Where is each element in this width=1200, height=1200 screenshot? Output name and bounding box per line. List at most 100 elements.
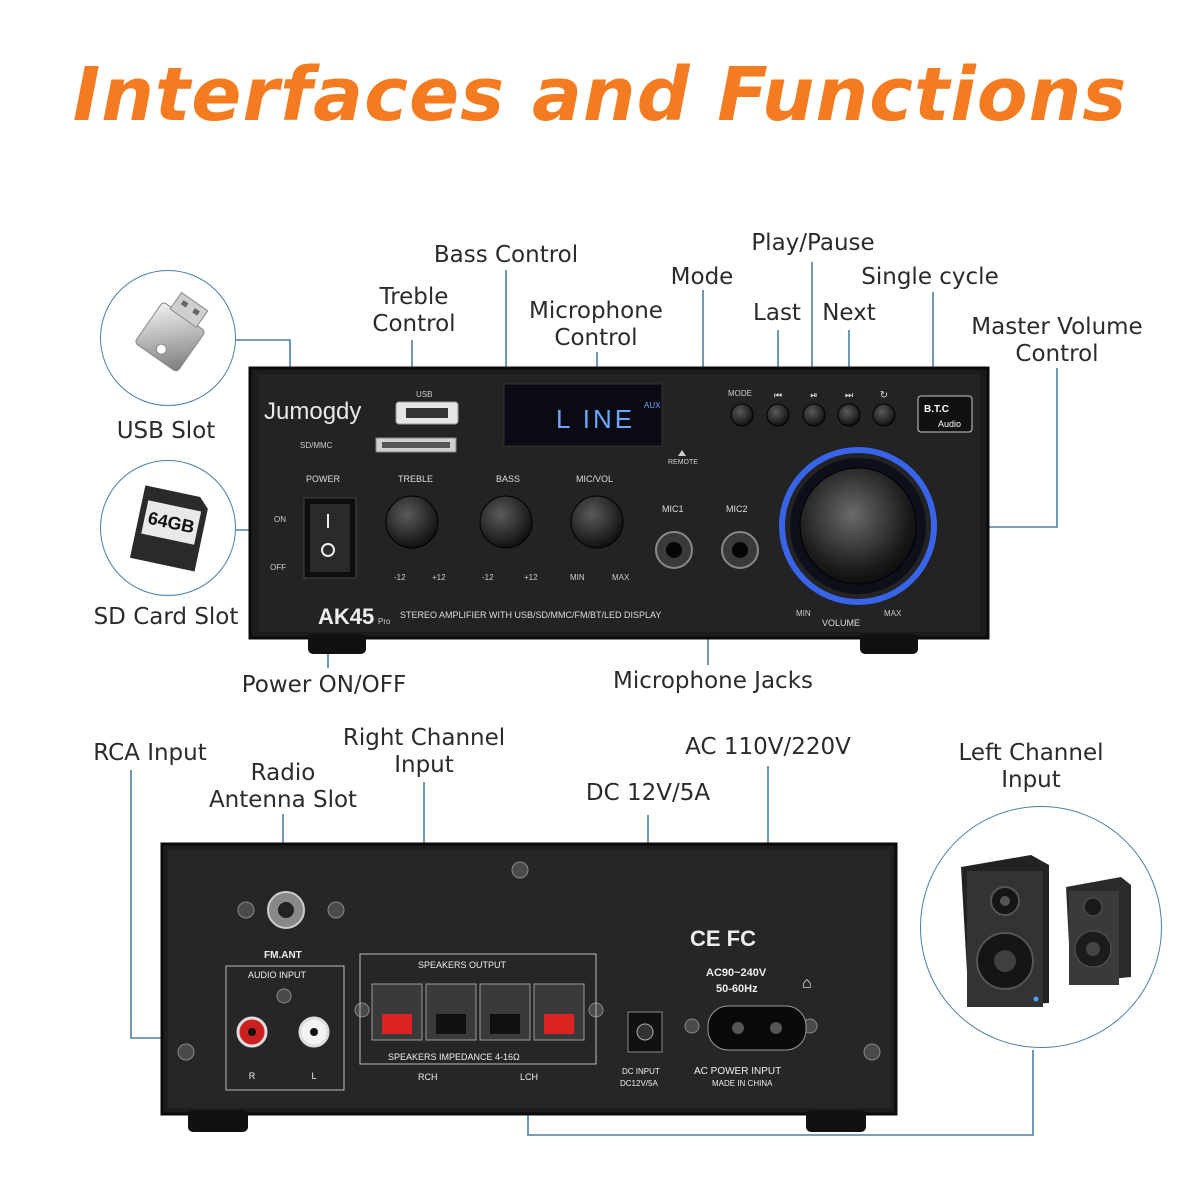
- last-callout: Last: [753, 300, 801, 326]
- usb-port[interactable]: [395, 401, 459, 425]
- bass-min: -12: [482, 573, 494, 582]
- made-in-label: MADE IN CHINA: [712, 1079, 773, 1088]
- mic2-label: MIC2: [726, 504, 748, 514]
- speakers-impedance-label: SPEAKERS IMPEDANCE 4-16Ω: [388, 1052, 520, 1062]
- rca-input-callout: RCA Input: [93, 740, 207, 766]
- radio-antenna-line2: Antenna Slot: [208, 787, 358, 813]
- master-volume-line1: Master Volume: [971, 314, 1143, 340]
- ac-callout: AC 110V/220V: [685, 734, 851, 760]
- treble-callout: Treble Control: [352, 284, 476, 338]
- model-name: AK45: [318, 604, 374, 629]
- power-label: POWER: [306, 474, 341, 484]
- microphone-control-callout: Microphone Control: [514, 298, 678, 352]
- single-cycle-callout: Single cycle: [861, 264, 999, 290]
- bass-callout: Bass Control: [433, 242, 579, 268]
- mode-label: MODE: [728, 389, 752, 398]
- sd-slot-label: SD/MMC: [300, 441, 333, 450]
- right-channel-line1: Right Channel: [342, 725, 506, 751]
- ac-range-label: AC90~240V: [706, 967, 767, 979]
- microphone-jacks-callout: Microphone Jacks: [612, 668, 813, 694]
- display-text: L INE: [556, 404, 635, 434]
- rch-label: RCH: [418, 1072, 438, 1082]
- next-icon: ⏭: [845, 390, 853, 400]
- sd-card-slot-callout: SD Card Slot: [93, 604, 239, 630]
- rca-r-label: R: [249, 1071, 256, 1081]
- sd-card-icon: 64GB: [129, 485, 208, 572]
- treble-min: -12: [394, 573, 406, 582]
- bookshelf-speakers-icon: [961, 855, 1131, 1007]
- audio-input-label: AUDIO INPUT: [248, 970, 307, 980]
- treble-max: +12: [432, 573, 446, 582]
- last-icon: ⏮: [774, 390, 782, 400]
- mic-control-line1: Microphone: [529, 298, 663, 324]
- next-callout: Next: [822, 300, 876, 326]
- bass-max: +12: [524, 573, 538, 582]
- dc-callout: DC 12V/5A: [585, 780, 711, 806]
- speakers-output-frame: [359, 953, 597, 1065]
- micvol-max: MAX: [612, 573, 630, 582]
- lch-label: LCH: [520, 1072, 538, 1082]
- mic-volume-knob[interactable]: [570, 495, 624, 549]
- play-pause-button[interactable]: [802, 403, 826, 427]
- dc-rating-label: DC12V/5A: [620, 1079, 658, 1088]
- bass-label: BASS: [496, 474, 520, 484]
- master-volume-callout: Master Volume Control: [962, 314, 1152, 368]
- next-button[interactable]: [837, 403, 861, 427]
- rca-l-label: L: [311, 1071, 316, 1081]
- mode-callout: Mode: [670, 264, 734, 290]
- micvol-label: MIC/VOL: [576, 474, 613, 484]
- audio-input-frame: [225, 965, 345, 1091]
- left-channel-line1: Left Channel: [958, 740, 1104, 766]
- brand-logo: Jumogdy: [264, 398, 361, 425]
- right-channel-callout: Right Channel Input: [334, 725, 514, 779]
- single-cycle-button[interactable]: [872, 403, 896, 427]
- certification-marks: CE FC: [690, 926, 756, 951]
- play-pause-callout: Play/Pause: [751, 230, 875, 256]
- usb-drive-badge: [100, 270, 236, 406]
- volume-label: VOLUME: [822, 618, 860, 628]
- power-switch[interactable]: [303, 497, 357, 579]
- sd-card-badge: 64GB: [100, 460, 236, 596]
- mic1-label: MIC1: [662, 504, 684, 514]
- hz-label: 50-60Hz: [716, 983, 758, 995]
- last-button[interactable]: [766, 403, 790, 427]
- speakers-output-label: SPEAKERS OUTPUT: [418, 960, 507, 970]
- usb-port-label: USB: [416, 390, 432, 399]
- ac-power-socket[interactable]: [707, 1005, 807, 1051]
- treble-knob[interactable]: [385, 495, 439, 549]
- master-volume-knob[interactable]: [799, 467, 917, 585]
- bt-audio-label: Audio: [938, 419, 961, 429]
- bass-knob[interactable]: [479, 495, 533, 549]
- volume-min: MIN: [796, 609, 811, 618]
- bt-label: B.T.C: [924, 404, 949, 415]
- fm-ant-label: FM.ANT: [264, 950, 302, 961]
- treble-callout-line2: Control: [372, 311, 456, 337]
- rear-panel: FM.ANT AUDIO INPUT R L SPEAKERS OUTPUT S…: [160, 842, 898, 1132]
- speakers-badge: [920, 806, 1162, 1048]
- play-pause-icon: ⏯: [810, 390, 817, 400]
- right-channel-line2: Input: [394, 752, 454, 778]
- volume-led-ring: [779, 447, 937, 605]
- radio-antenna-line1: Radio: [250, 760, 316, 786]
- power-on-label: ON: [274, 515, 286, 524]
- left-channel-callout: Left Channel Input: [946, 740, 1116, 794]
- master-volume-line2: Control: [1015, 341, 1099, 367]
- front-panel: Jumogdy USB SD/MMC L INE AUX REMOTE MODE…: [248, 366, 990, 654]
- volume-max: MAX: [884, 609, 902, 618]
- sd-card-slot[interactable]: [375, 437, 457, 453]
- micvol-min: MIN: [570, 573, 585, 582]
- mode-button[interactable]: [730, 403, 754, 427]
- usb-drive-icon: [135, 291, 209, 372]
- bluetooth-badge: [917, 395, 973, 433]
- ac-power-input-label: AC POWER INPUT: [694, 1066, 781, 1077]
- dc-input-label: DC INPUT: [622, 1067, 660, 1076]
- mic-control-line2: Control: [554, 325, 638, 351]
- home-icon: ⌂: [802, 975, 812, 992]
- remote-sensor-icon: [678, 450, 686, 456]
- left-channel-line2: Input: [1001, 767, 1061, 793]
- repeat-icon: ↻: [880, 390, 888, 401]
- model-description: STEREO AMPLIFIER WITH USB/SD/MMC/FM/BT/L…: [400, 610, 661, 620]
- radio-antenna-callout: Radio Antenna Slot: [204, 760, 362, 814]
- speaker-terminals[interactable]: [371, 983, 585, 1041]
- power-callout: Power ON/OFF: [241, 672, 407, 698]
